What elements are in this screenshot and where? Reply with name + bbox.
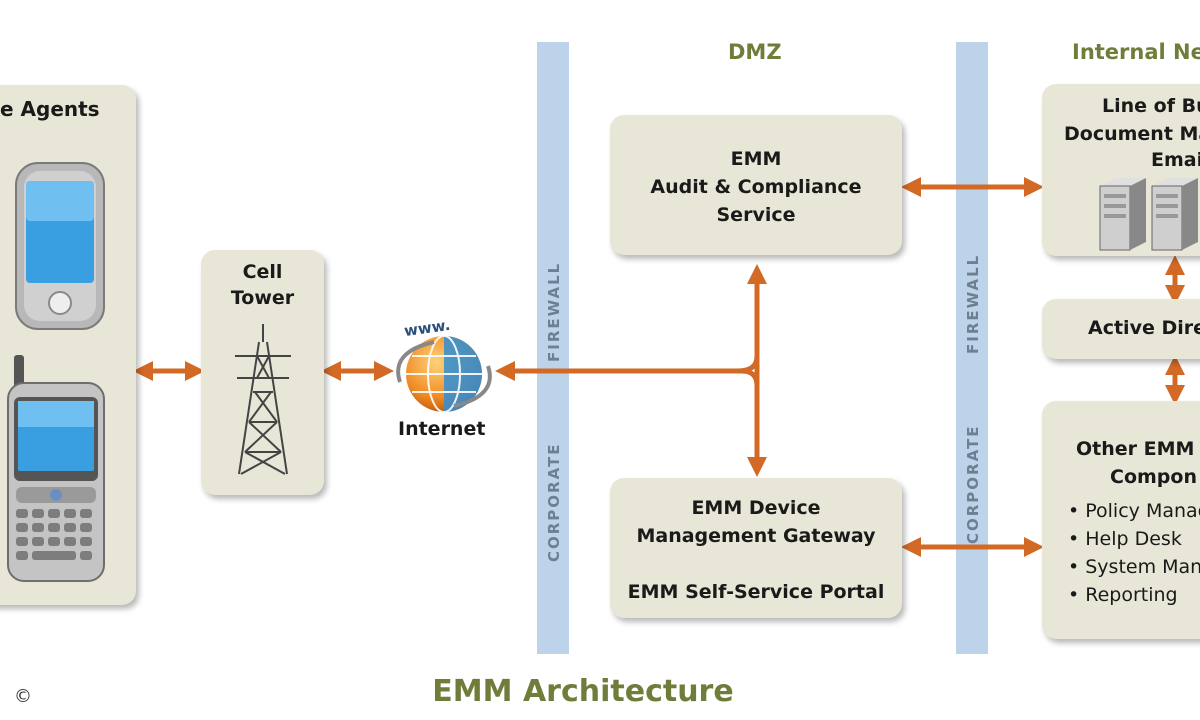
internet-globe-icon [396, 335, 492, 413]
cell-tower-label-line1: Cell [242, 261, 283, 283]
emm-audit-line2: Audit & Compliance [650, 176, 862, 198]
active-directory-box: Active Dire [1042, 299, 1200, 359]
arrow-branch [737, 280, 760, 461]
server-icon [1099, 178, 1198, 251]
list-item: • Policy Manag [1068, 500, 1200, 522]
other-emm-list: • Policy Manag • Help Desk • System Mana… [1068, 497, 1200, 609]
tower-icon [235, 324, 291, 475]
agents-title: e Agents [0, 97, 100, 121]
other-emm-line2: Compon [1110, 466, 1197, 488]
list-item: • Help Desk [1068, 528, 1182, 550]
emm-portal-label: EMM Self-Service Portal [627, 581, 885, 603]
diagram-title: EMM Architecture [432, 674, 734, 709]
lob-line2: Document Ma [1064, 123, 1200, 145]
emm-audit-line3: Service [716, 204, 796, 226]
firewall-left: FIREWALL CORPORATE [537, 42, 569, 654]
active-directory-label: Active Dire [1088, 317, 1200, 339]
emm-audit-box: EMM Audit & Compliance Service [610, 115, 902, 255]
other-emm-line1: Other EMM [1076, 438, 1195, 460]
lob-line1: Line of Bus [1102, 95, 1200, 117]
list-item: • System Mana [1068, 556, 1200, 578]
emm-gateway-box: EMM Device Management Gateway EMM Self-S… [610, 478, 902, 618]
list-item: • Reporting [1068, 584, 1178, 606]
agents-box: e Agents [0, 85, 136, 605]
copyright-mark: © [14, 686, 32, 707]
emm-gateway-line1: EMM Device [691, 497, 821, 519]
zone-internal-label: Internal Ne [1072, 40, 1200, 64]
line-of-business-box: Line of Bus Document Ma Email [1042, 84, 1200, 256]
emm-audit-line1: EMM [730, 148, 782, 170]
cell-tower-box: Cell Tower [201, 250, 324, 495]
smartphone-icon [15, 162, 105, 330]
emm-gateway-line2: Management Gateway [636, 525, 876, 547]
lob-line3: Email [1151, 149, 1200, 171]
cell-tower-label-line2: Tower [230, 287, 295, 309]
internet-label: Internet [398, 418, 486, 440]
other-emm-box: Other EMM Compon • Policy Manag • Help D… [1042, 401, 1200, 639]
zone-dmz-label: DMZ [728, 40, 782, 64]
pda-phone-icon [7, 355, 105, 582]
